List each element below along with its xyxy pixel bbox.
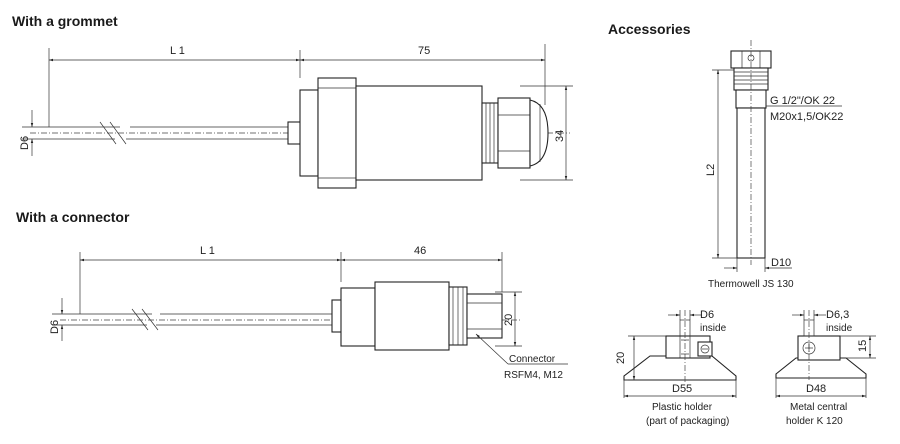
heading-accessories: Accessories bbox=[608, 21, 691, 37]
thermowell-thread-line1: G 1/2"/OK 22 bbox=[770, 95, 835, 107]
plastic-holder-inside: inside bbox=[700, 323, 727, 334]
connector-callout-line1: Connector bbox=[509, 354, 556, 365]
grommet-body-length: 75 bbox=[418, 45, 430, 57]
plastic-holder-height: 20 bbox=[615, 352, 627, 364]
thermowell-length: L2 bbox=[705, 164, 717, 176]
connector-callout-line2: RSFM4, M12 bbox=[504, 370, 563, 381]
metal-holder-height: 15 bbox=[857, 340, 869, 352]
connector-l1-label: L 1 bbox=[200, 245, 215, 257]
plastic-holder-caption-line1: Plastic holder bbox=[652, 402, 713, 413]
connector-body-length: 46 bbox=[414, 245, 426, 257]
plastic-holder-caption-line2: (part of packaging) bbox=[646, 416, 729, 427]
grommet-drawing bbox=[22, 44, 573, 189]
metal-holder-diameter: D6,3 bbox=[826, 309, 849, 321]
grommet-l1-label: L 1 bbox=[170, 45, 185, 57]
thermowell-caption: Thermowell JS 130 bbox=[708, 279, 794, 290]
connector-callout-leader bbox=[475, 333, 509, 365]
grommet-diameter: D6 bbox=[19, 136, 31, 150]
thermowell-diameter: D10 bbox=[771, 257, 791, 269]
connector-diameter: D6 bbox=[49, 320, 61, 334]
metal-holder-base: D48 bbox=[806, 383, 826, 395]
heading-grommet: With a grommet bbox=[12, 13, 118, 29]
thermowell-drawing bbox=[712, 40, 842, 272]
metal-holder-inside: inside bbox=[826, 323, 853, 334]
thermowell-thread-line2: M20x1,5/OK22 bbox=[770, 111, 843, 123]
connector-drawing bbox=[52, 252, 568, 365]
metal-holder-caption-line1: Metal central bbox=[790, 402, 847, 413]
plastic-holder-drawing bbox=[623, 310, 737, 398]
plastic-holder-base: D55 bbox=[672, 383, 692, 395]
plastic-holder-diameter: D6 bbox=[700, 309, 714, 321]
metal-holder-drawing bbox=[775, 310, 876, 398]
connector-height: 20 bbox=[503, 314, 515, 326]
metal-holder-caption-line2: holder K 120 bbox=[786, 416, 843, 427]
grommet-height: 34 bbox=[554, 130, 566, 142]
heading-connector: With a connector bbox=[16, 209, 130, 225]
